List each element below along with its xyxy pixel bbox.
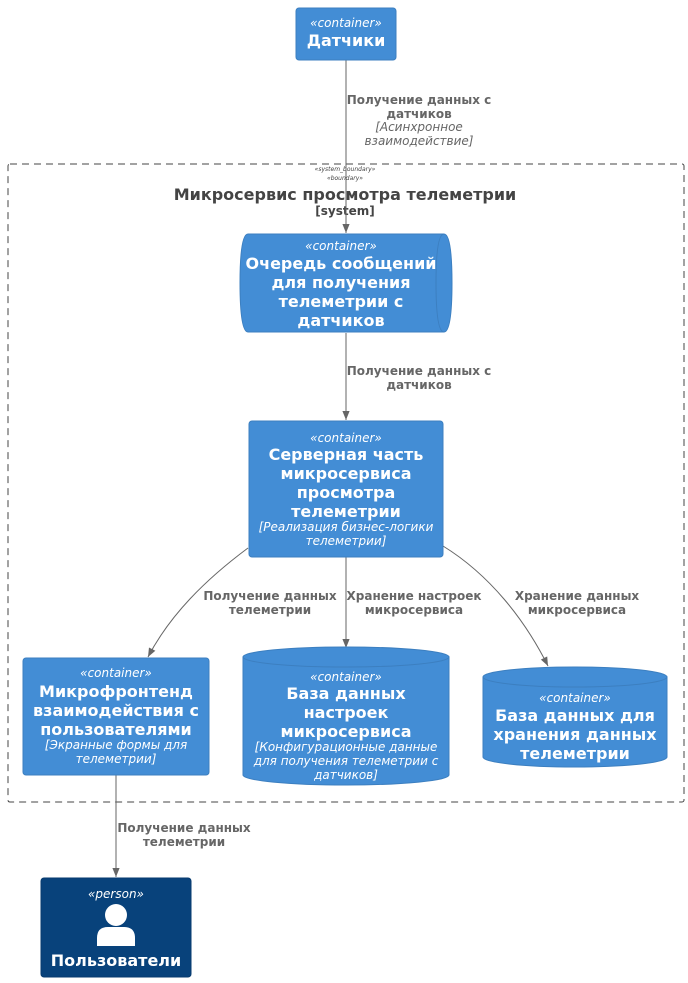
- svg-text:телеметрии: телеметрии: [229, 603, 311, 617]
- svg-text:для получения: для получения: [271, 273, 410, 292]
- svg-text:взаимодействие]: взаимодействие]: [364, 134, 473, 148]
- relation-label-backend-telemetry: Хранение данных микросервиса: [515, 589, 640, 617]
- svg-text:Хранение данных: Хранение данных: [515, 589, 640, 603]
- boundary-title: Микросервис просмотра телеметрии: [174, 185, 517, 204]
- database-config[interactable]: «container» База данных настроек микросе…: [242, 646, 450, 786]
- container-sensors[interactable]: «container» Датчики: [295, 7, 397, 61]
- svg-text:Получение данных: Получение данных: [117, 821, 251, 835]
- stereotype: «container»: [539, 691, 611, 705]
- svg-text:База данных для: База данных для: [495, 706, 655, 725]
- stereotype: «container»: [310, 431, 382, 445]
- svg-text:телеметрии: телеметрии: [291, 502, 401, 521]
- relations: [112, 60, 549, 877]
- stereotype: «container»: [305, 239, 377, 253]
- svg-text:микросервиса: микросервиса: [365, 603, 463, 617]
- svg-text:телеметрии с: телеметрии с: [279, 292, 404, 311]
- container-backend[interactable]: «container» Серверная часть микросервиса…: [248, 420, 444, 558]
- svg-text:Серверная часть: Серверная часть: [269, 445, 424, 464]
- boundary-stereo-2: «boundary»: [327, 175, 363, 182]
- svg-text:телеметрии]: телеметрии]: [306, 534, 387, 548]
- svg-text:Хранение настроек: Хранение настроек: [347, 589, 482, 603]
- svg-text:телеметрии]: телеметрии]: [76, 752, 157, 766]
- svg-text:Получение данных с: Получение данных с: [347, 93, 492, 107]
- svg-text:микросервиса: микросервиса: [281, 722, 412, 741]
- svg-text:микросервиса: микросервиса: [528, 603, 626, 617]
- svg-text:для получения телеметрии с: для получения телеметрии с: [253, 754, 439, 768]
- svg-text:датчиков: датчиков: [386, 378, 452, 392]
- stereotype: «container»: [80, 666, 152, 680]
- svg-text:датчиков: датчиков: [386, 107, 452, 121]
- relation-label-sensors-queue: Получение данных с датчиков [Асинхронное…: [347, 93, 492, 148]
- container-message-queue[interactable]: «container» Очередь сообщений для получе…: [239, 233, 453, 333]
- relation-label-backend-frontend: Получение данных телеметрии: [203, 589, 337, 617]
- person-icon: [97, 904, 135, 946]
- person-users[interactable]: «person» Пользователи: [40, 877, 192, 978]
- boundary-type: [system]: [315, 204, 374, 218]
- svg-text:Очередь сообщений: Очередь сообщений: [245, 254, 436, 273]
- svg-text:телеметрии: телеметрии: [143, 835, 225, 849]
- svg-text:пользователями: пользователями: [40, 720, 192, 739]
- svg-text:датчиков: датчиков: [297, 311, 384, 330]
- person-title: Пользователи: [51, 951, 181, 970]
- svg-text:[Конфигурационные данные: [Конфигурационные данные: [255, 740, 438, 754]
- svg-text:датчиков]: датчиков]: [313, 768, 378, 782]
- svg-text:хранения данных: хранения данных: [493, 725, 657, 744]
- svg-text:микросервиса: микросервиса: [281, 464, 412, 483]
- svg-text:База данных: База данных: [286, 684, 406, 703]
- container-title: Датчики: [307, 31, 386, 50]
- relation-label-queue-backend: Получение данных с датчиков: [347, 364, 492, 392]
- svg-text:[Асинхронное: [Асинхронное: [375, 120, 463, 134]
- container-microfrontend[interactable]: «container» Микрофронтенд взаимодействия…: [22, 657, 210, 776]
- svg-text:телеметрии: телеметрии: [520, 744, 630, 763]
- arrow-backend-telemetry: [442, 545, 549, 667]
- svg-text:взаимодействия с: взаимодействия с: [33, 701, 199, 720]
- svg-text:Получение данных с: Получение данных с: [347, 364, 492, 378]
- stereotype: «container»: [310, 16, 382, 30]
- stereotype: «person»: [88, 887, 144, 901]
- boundary-stereo-1: «system_boundary»: [315, 166, 376, 173]
- svg-text:просмотра: просмотра: [297, 483, 396, 502]
- svg-text:Получение данных: Получение данных: [203, 589, 337, 603]
- svg-text:настроек: настроек: [304, 703, 389, 722]
- svg-text:[Реализация бизнес-логики: [Реализация бизнес-логики: [259, 520, 434, 534]
- database-telemetry[interactable]: «container» База данных для хранения дан…: [482, 666, 668, 768]
- svg-text:Микрофронтенд: Микрофронтенд: [39, 682, 193, 701]
- relation-label-frontend-users: Получение данных телеметрии: [117, 821, 251, 849]
- stereotype: «container»: [310, 670, 382, 684]
- arrow-backend-frontend: [147, 547, 249, 658]
- svg-text:[Экранные формы для: [Экранные формы для: [45, 738, 187, 752]
- relation-label-backend-config: Хранение настроек микросервиса: [347, 589, 482, 617]
